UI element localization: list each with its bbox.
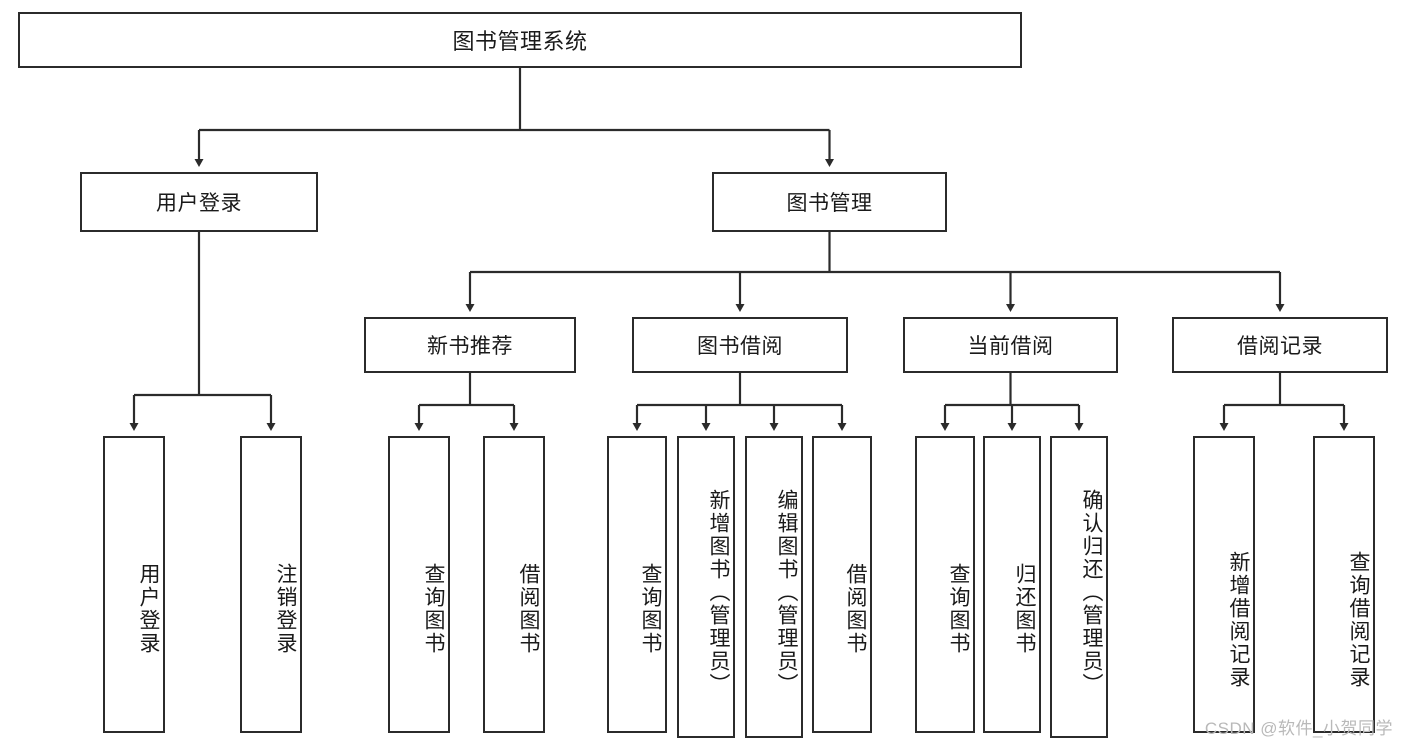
node-leaf_confirm_return[interactable]: 确认归还（管理员）: [1050, 436, 1108, 738]
node-user_login[interactable]: 用户登录: [80, 172, 318, 232]
node-new_book_rec[interactable]: 新书推荐: [364, 317, 576, 373]
watermark-text: CSDN @软件_小贺同学: [1204, 719, 1393, 738]
node-leaf_borrow_book_2[interactable]: 借阅图书: [812, 436, 872, 733]
node-leaf_add_book[interactable]: 新增图书（管理员）: [677, 436, 735, 738]
node-leaf_add_record[interactable]: 新增借阅记录: [1193, 436, 1255, 733]
node-book_borrow[interactable]: 图书借阅: [632, 317, 848, 373]
node-leaf_edit_book[interactable]: 编辑图书（管理员）: [745, 436, 803, 738]
node-leaf_query_book_2[interactable]: 查询图书: [607, 436, 667, 733]
node-borrow_record[interactable]: 借阅记录: [1172, 317, 1388, 373]
node-leaf_query_book_3[interactable]: 查询图书: [915, 436, 975, 733]
node-current_borrow[interactable]: 当前借阅: [903, 317, 1118, 373]
node-book_manage[interactable]: 图书管理: [712, 172, 947, 232]
node-leaf_query_book_1[interactable]: 查询图书: [388, 436, 450, 733]
node-leaf_return_book[interactable]: 归还图书: [983, 436, 1041, 733]
node-leaf_borrow_book_1[interactable]: 借阅图书: [483, 436, 545, 733]
node-leaf_logout[interactable]: 注销登录: [240, 436, 302, 733]
node-root[interactable]: 图书管理系统: [18, 12, 1022, 68]
node-leaf_user_login[interactable]: 用户登录: [103, 436, 165, 733]
node-leaf_query_record[interactable]: 查询借阅记录: [1313, 436, 1375, 733]
